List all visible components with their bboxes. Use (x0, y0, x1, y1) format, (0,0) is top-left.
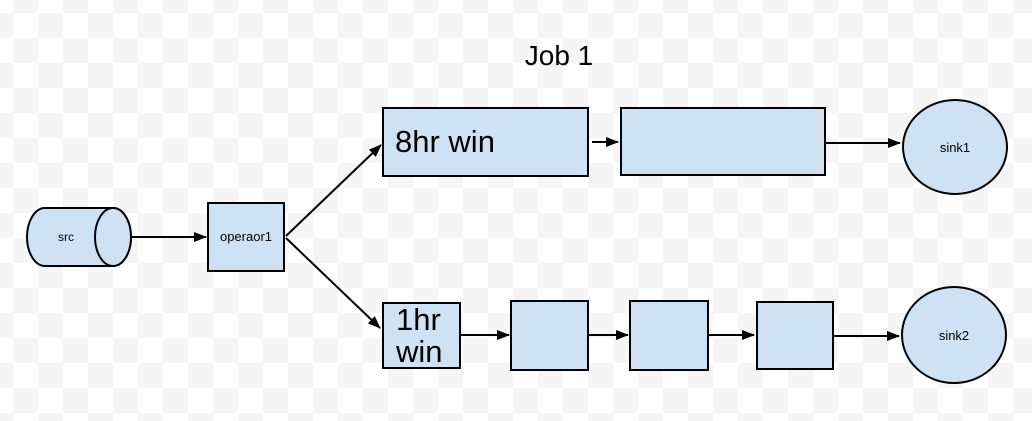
node-sink1: sink1 (902, 99, 1008, 195)
sink2-label: sink2 (939, 328, 969, 343)
edge-operator1-1hr-win (285, 237, 381, 329)
node-operator1: operaor1 (207, 202, 285, 272)
src-cylinder-cap (94, 207, 132, 267)
8hr-win-box (382, 107, 589, 177)
8hr-win-label: 8hr win (395, 124, 495, 159)
src-label: src (58, 230, 74, 244)
node-8hr-win: 8hr win (382, 107, 589, 177)
node-sink2: sink2 (901, 286, 1007, 384)
sink1-label: sink1 (940, 140, 970, 155)
1hr-win-label-line1: 1hr (396, 302, 441, 337)
sink2-circle (901, 286, 1007, 384)
stage-top2-box (620, 107, 826, 176)
node-1hr-win: 1hr win (382, 302, 461, 369)
edge-operator1-8hr-win (285, 144, 382, 237)
stage-bot3-box (756, 301, 834, 370)
operator1-box (207, 202, 285, 272)
1hr-win-box (382, 302, 461, 369)
1hr-win-label-line2: win (395, 334, 443, 369)
stage-bot2-box (629, 300, 709, 371)
node-stage-bot1 (510, 300, 589, 371)
operator1-label: operaor1 (220, 229, 272, 244)
node-src: src (26, 207, 132, 267)
sink1-circle (902, 99, 1008, 195)
node-stage-bot3 (756, 301, 834, 370)
stage-bot1-box (510, 300, 589, 371)
diagram-title: Job 1 (525, 40, 594, 71)
node-stage-top2 (620, 107, 826, 176)
node-stage-bot2 (629, 300, 709, 371)
